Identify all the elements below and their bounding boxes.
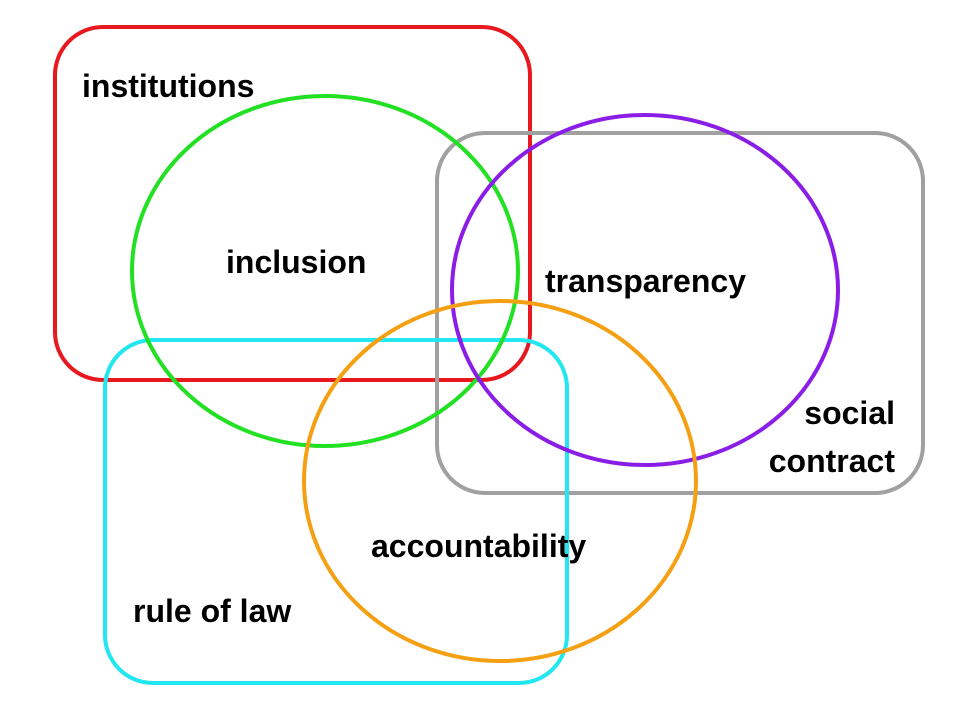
accountability-label: accountability <box>371 528 586 564</box>
rule-of-law-label: rule of law <box>133 593 291 629</box>
transparency-ellipse <box>450 113 840 467</box>
inclusion-label: inclusion <box>226 244 366 280</box>
institutions-box <box>53 25 532 382</box>
social-contract-label-line2: contract <box>769 443 896 479</box>
social-contract-box <box>435 131 925 495</box>
inclusion-ellipse <box>130 94 520 448</box>
social-contract-label-line1: social <box>804 395 895 431</box>
accountability-ellipse <box>302 299 698 663</box>
transparency-label: transparency <box>545 263 746 299</box>
institutions-label: institutions <box>82 68 254 104</box>
rule-of-law-box <box>103 338 569 685</box>
